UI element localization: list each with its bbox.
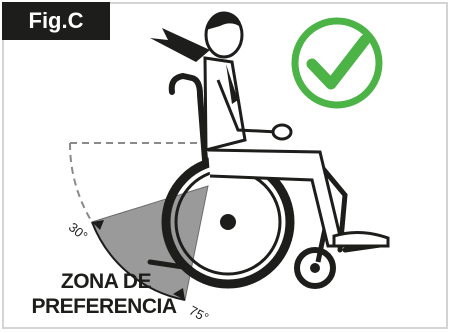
person-scarf: [150, 28, 210, 62]
zone-title-line-2: PREFERENCIA: [31, 295, 177, 318]
wheelchair-backrest: [168, 72, 208, 163]
person-tie: [226, 64, 238, 104]
angle-label-30: 30°: [66, 219, 91, 243]
zone-arc: [91, 221, 186, 301]
person-hand: [271, 123, 293, 141]
figure-label: Fig.C: [2, 2, 110, 40]
zone-title-line-1: ZONA DE: [60, 270, 152, 293]
person-arm: [216, 79, 279, 134]
person-shoe: [332, 231, 390, 248]
checkmark-icon: [291, 17, 383, 109]
rear-wheel-hub: [220, 214, 236, 230]
front-caster: [294, 247, 336, 289]
zone-arrow-30: [92, 220, 104, 230]
anti-tip-bar: [147, 259, 193, 271]
person-hair: [206, 12, 242, 30]
reference-dashed-arc: [68, 142, 93, 223]
front-caster-hub: [310, 263, 320, 273]
zone-arrow-75: [173, 288, 185, 300]
person-torso: [203, 56, 247, 152]
